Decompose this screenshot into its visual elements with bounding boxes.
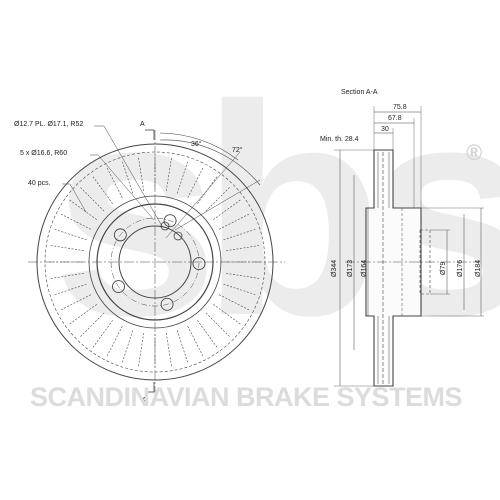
angle-arc-36 <box>159 132 239 161</box>
angle-36: 36° <box>191 141 202 148</box>
angle-arc-72 <box>159 139 261 186</box>
cooling-vane <box>54 283 87 296</box>
cooling-vane <box>226 272 260 279</box>
stud-hole <box>112 280 125 294</box>
cooling-vane <box>223 283 256 296</box>
section-mark-bottom: A <box>142 397 147 404</box>
callout-bolt-holes: Ø12.7 PL. Ø17.1, R52 <box>14 121 84 128</box>
callout-vanes: 40 pcs. <box>28 180 51 187</box>
section-title: Section A-A <box>341 89 378 96</box>
angle-ray-1 <box>165 151 241 239</box>
cooling-vane <box>165 157 172 191</box>
cooling-vane <box>138 157 145 191</box>
cooling-vane <box>60 294 91 311</box>
angle-72: 72° <box>232 147 243 154</box>
leader-stud-holes <box>90 154 155 221</box>
cooling-vane <box>121 330 134 363</box>
cooling-vane <box>176 330 189 363</box>
cooling-vane <box>92 176 113 204</box>
dim-67-8: 67.8 <box>388 115 402 122</box>
bolt-hole <box>173 231 183 241</box>
cooling-vane <box>219 213 250 230</box>
cooling-vane <box>219 294 250 311</box>
section-view <box>334 106 484 387</box>
sbs-watermark-logo: sbs <box>52 42 500 378</box>
cooling-vane <box>176 161 189 194</box>
cooling-vane <box>54 228 87 241</box>
leader-vanes <box>62 183 87 213</box>
cooling-vane <box>92 320 113 348</box>
min-thickness: Min. th. 28.4 <box>320 136 359 143</box>
cooling-vane <box>138 333 145 367</box>
cooling-vane <box>106 167 123 198</box>
leader-bolt-holes <box>94 125 163 227</box>
cooling-vane <box>79 312 105 338</box>
cooling-vane <box>50 245 84 252</box>
cooling-vane <box>205 186 231 212</box>
angle-ray-2 <box>174 179 261 231</box>
diameter-79: Ø79 <box>440 261 447 275</box>
cooling-vane <box>213 304 241 325</box>
dim-30: 30 <box>381 126 389 133</box>
cooling-vane <box>197 320 218 348</box>
stud-hole <box>192 257 206 271</box>
diameter-176: Ø176 <box>457 259 464 277</box>
cooling-vane <box>106 326 123 357</box>
front-view <box>28 125 285 396</box>
cooling-vane <box>187 326 204 357</box>
stud-hole <box>160 297 174 311</box>
bolt-hole <box>160 221 170 231</box>
disc-section-profile <box>365 149 422 387</box>
cooling-vane <box>79 186 105 212</box>
cooling-vane <box>60 213 91 230</box>
cooling-vane <box>205 312 231 338</box>
cooling-vane <box>197 176 218 204</box>
cooling-vane <box>69 304 97 325</box>
diameter-164: Ø164 <box>361 259 368 277</box>
brand-footer: SCANDINAVIAN BRAKE SYSTEMS <box>30 382 463 412</box>
section-mark-top: A <box>140 121 145 128</box>
cooling-vane <box>226 245 260 252</box>
registered-mark: ® <box>466 140 483 165</box>
diameter-344: Ø344 <box>331 259 338 277</box>
diameter-173: Ø173 <box>347 259 354 277</box>
cooling-vane <box>213 199 241 220</box>
callout-stud-holes: 5 x Ø16.6, R60 <box>20 150 68 157</box>
cooling-vane <box>223 228 256 241</box>
cooling-vane <box>50 272 84 279</box>
cooling-vane <box>165 333 172 367</box>
cooling-vane <box>69 199 97 220</box>
cooling-vane <box>187 167 204 198</box>
diameter-184: Ø184 <box>475 259 482 277</box>
cooling-vane <box>121 161 134 194</box>
stud-hole <box>163 214 177 228</box>
dim-75-8: 75.8 <box>393 104 407 111</box>
stud-hole <box>113 228 127 242</box>
